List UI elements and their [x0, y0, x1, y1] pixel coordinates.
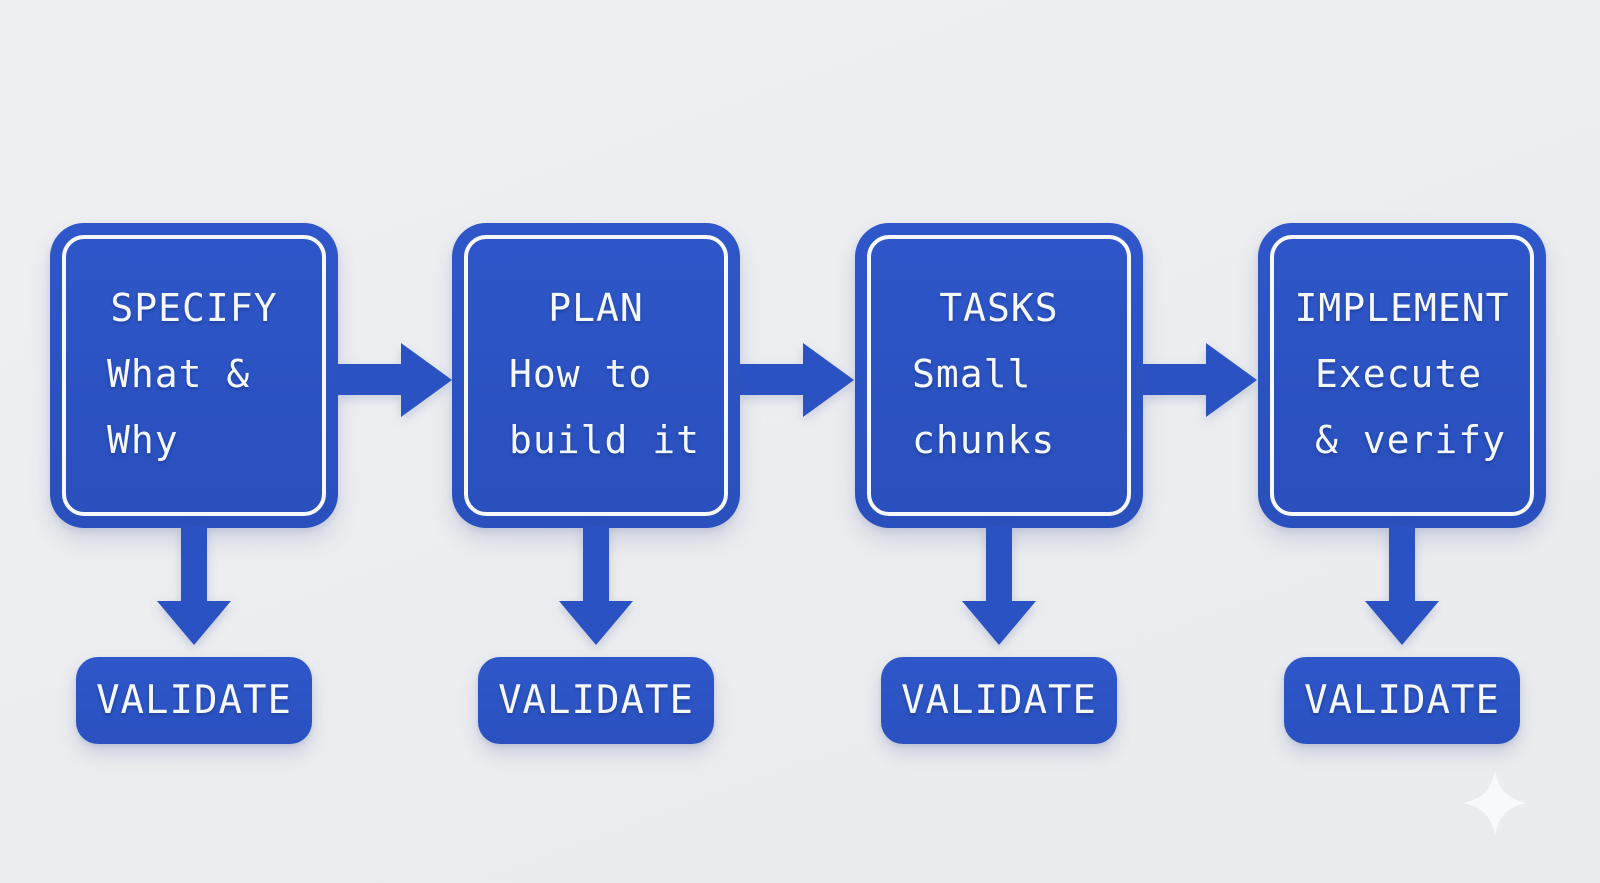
validate-badge: VALIDATE — [881, 657, 1117, 744]
sparkle-icon — [1463, 771, 1527, 835]
arrow-down-icon — [559, 526, 633, 645]
stage-subtitle-line: & verify — [1315, 418, 1507, 462]
stage-title: TASKS — [939, 286, 1059, 330]
stage-subtitle-line: chunks — [912, 418, 1056, 462]
stage-subtitle-line: Execute — [1315, 352, 1483, 396]
stage-box: SPECIFY What & Why — [50, 223, 338, 528]
stage-subtitle-line: Why — [107, 418, 179, 462]
stage-subtitle-line: build it — [509, 418, 701, 462]
arrow-down-icon — [962, 526, 1036, 645]
stage-tasks: TASKS Small chunks VALIDATE — [855, 223, 1143, 753]
stage-title: PLAN — [548, 286, 644, 330]
arrow-down-icon — [1365, 526, 1439, 645]
stage-title: IMPLEMENT — [1294, 286, 1510, 330]
validate-badge: VALIDATE — [1284, 657, 1520, 744]
stage-text: SPECIFY What & Why — [50, 275, 338, 473]
stage-box: TASKS Small chunks — [855, 223, 1143, 528]
validate-label: VALIDATE — [498, 678, 694, 723]
stage-specify: SPECIFY What & Why VALIDATE — [50, 223, 338, 753]
stage-title: SPECIFY — [110, 286, 278, 330]
stage-text: IMPLEMENT Execute & verify — [1258, 275, 1546, 473]
stage-text: TASKS Small chunks — [855, 275, 1143, 473]
validate-label: VALIDATE — [901, 678, 1097, 723]
stage-implement: IMPLEMENT Execute & verify VALIDATE — [1258, 223, 1546, 753]
stage-box: IMPLEMENT Execute & verify — [1258, 223, 1546, 528]
arrow-right-icon — [338, 343, 452, 417]
arrow-right-icon — [1143, 343, 1257, 417]
stage-subtitle-line: How to — [509, 352, 653, 396]
validate-label: VALIDATE — [96, 678, 292, 723]
stage-subtitle-line: Small — [912, 352, 1032, 396]
stage-text: PLAN How to build it — [452, 275, 740, 473]
arrow-right-icon — [740, 343, 854, 417]
stage-box: PLAN How to build it — [452, 223, 740, 528]
stage-plan: PLAN How to build it VALIDATE — [452, 223, 740, 753]
validate-badge: VALIDATE — [76, 657, 312, 744]
arrow-down-icon — [157, 526, 231, 645]
validate-badge: VALIDATE — [478, 657, 714, 744]
stage-subtitle-line: What & — [107, 352, 251, 396]
validate-label: VALIDATE — [1304, 678, 1500, 723]
